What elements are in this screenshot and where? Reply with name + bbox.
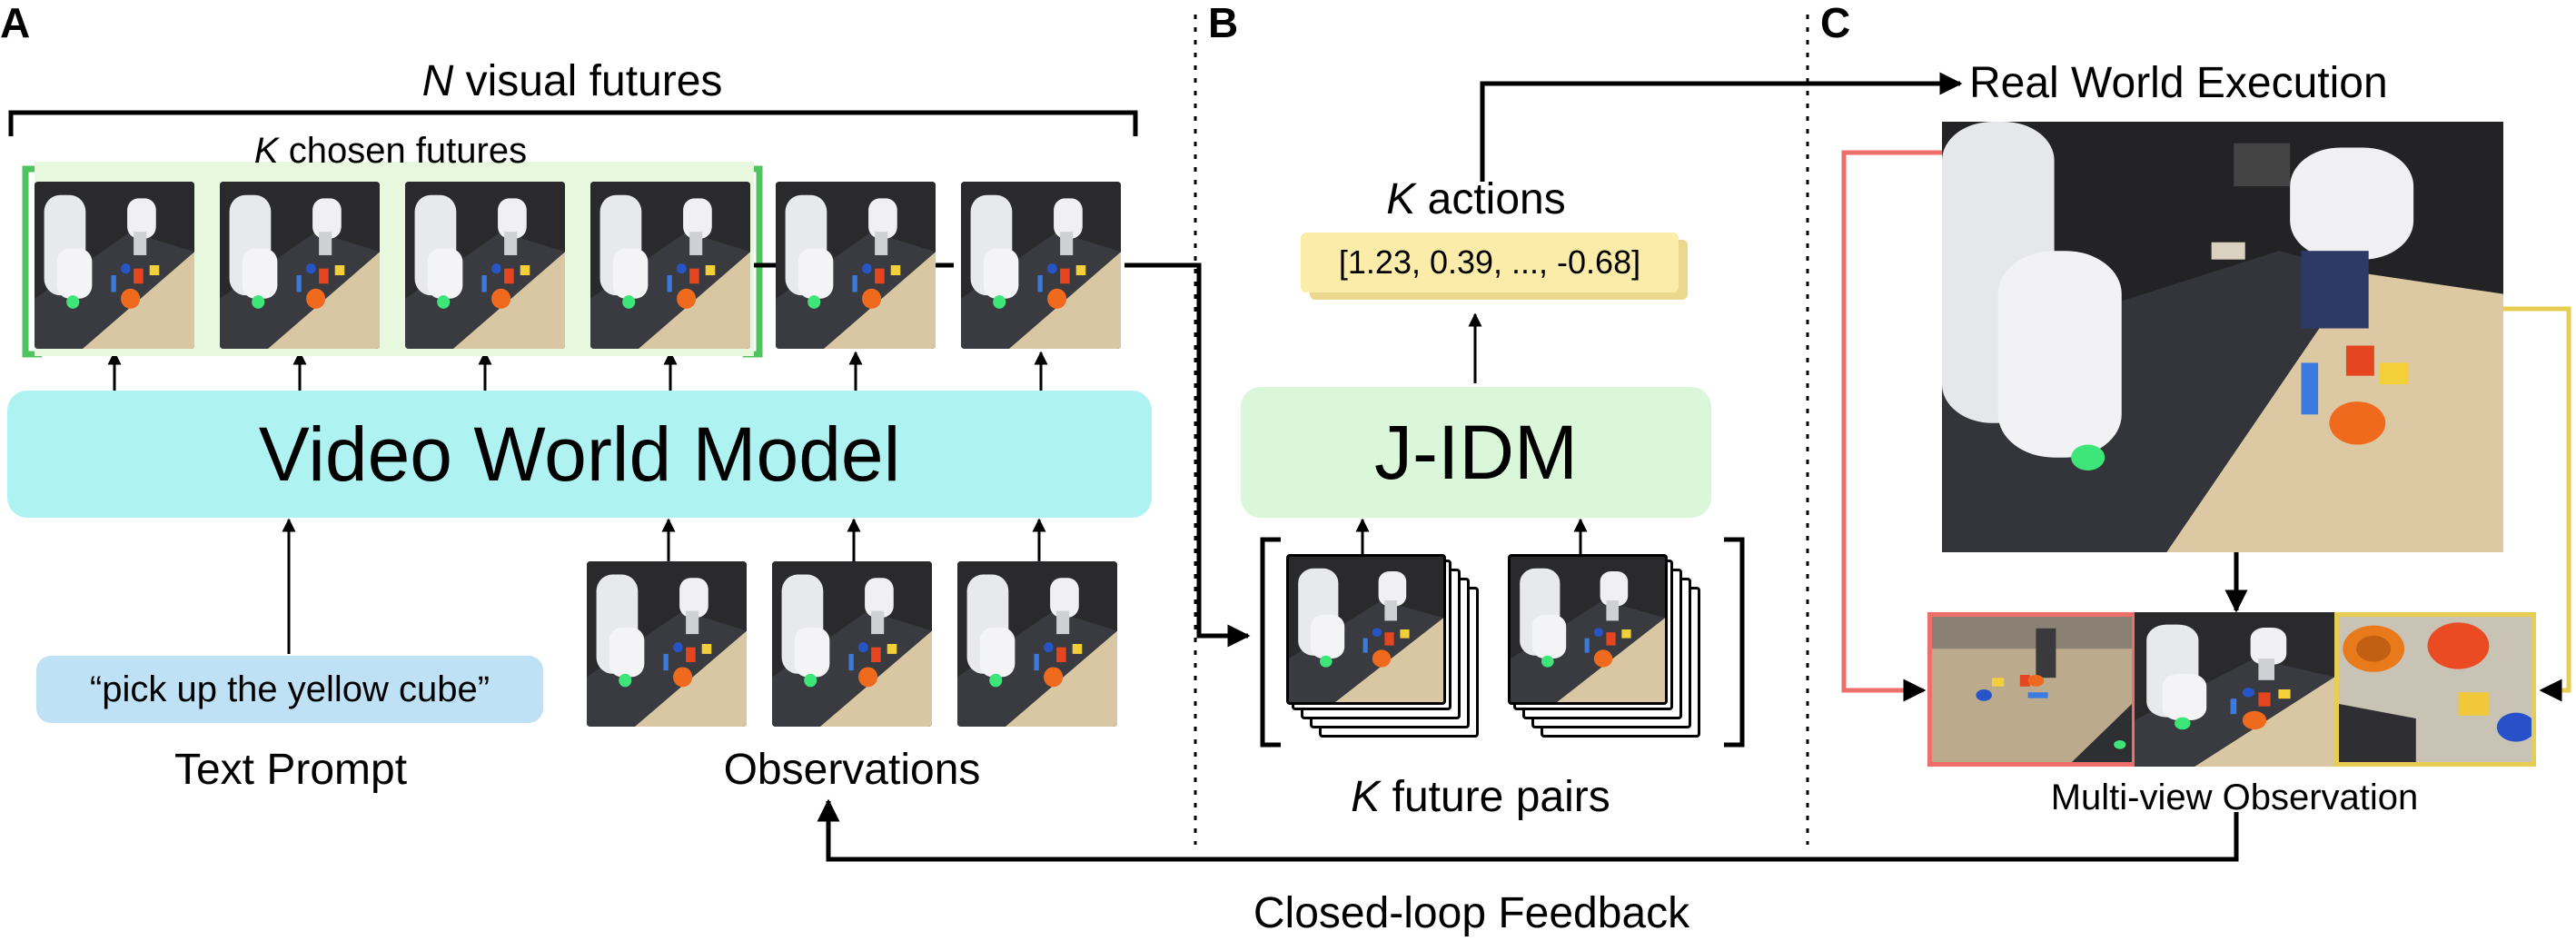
observation-frame-2 bbox=[772, 561, 932, 727]
n-futures-bracket bbox=[8, 110, 1138, 136]
pairs-left-bracket bbox=[1260, 537, 1281, 748]
panel-letter-c: C bbox=[1820, 0, 1851, 46]
multiview-caption: Multi-view Observation bbox=[2050, 778, 2419, 817]
panel-letter-a: A bbox=[0, 0, 31, 46]
observation-frame-1 bbox=[587, 561, 747, 727]
actions-vector: [1.23, 0.39, ..., -0.68] bbox=[1301, 233, 1679, 292]
k-future-pairs-label: K future pairs bbox=[1351, 773, 1610, 821]
future-frame-5 bbox=[776, 182, 936, 349]
k-chosen-left-bracket bbox=[22, 165, 42, 358]
k-chosen-futures-label: K chosen futures bbox=[253, 131, 528, 171]
real-world-image bbox=[1942, 122, 2503, 552]
future-frame-1 bbox=[35, 182, 194, 349]
observation-frame-3 bbox=[957, 561, 1117, 727]
text-prompt-caption: Text Prompt bbox=[173, 746, 408, 794]
model-to-futures-arrows bbox=[107, 351, 1048, 391]
closed-loop-feedback-label: Closed-loop Feedback bbox=[1253, 889, 1690, 937]
future-pair-stack-1 bbox=[1286, 554, 1486, 745]
actions-to-execution-path bbox=[1480, 72, 1963, 182]
future-pair-stack-2 bbox=[1508, 554, 1708, 745]
feedback-path bbox=[817, 798, 2239, 862]
future-frame-6 bbox=[961, 182, 1121, 349]
future-frame-2 bbox=[220, 182, 380, 349]
pairs-right-bracket bbox=[1724, 537, 1745, 748]
n-visual-futures-label: N visual futures bbox=[421, 57, 723, 105]
observations-to-model-arrows bbox=[661, 518, 1046, 561]
future-frame-4 bbox=[590, 182, 750, 349]
video-world-model-block: Video World Model bbox=[7, 391, 1152, 518]
multiview-red-view bbox=[1927, 612, 2136, 767]
future-frame-3 bbox=[405, 182, 565, 349]
observations-caption: Observations bbox=[723, 746, 981, 794]
multiview-center-view bbox=[2135, 612, 2334, 767]
k-actions-label: K actions bbox=[1386, 175, 1566, 223]
jidm-block: J-IDM bbox=[1241, 387, 1711, 518]
text-prompt-box: “pick up the yellow cube” bbox=[36, 656, 543, 723]
real-world-execution-label: Real World Execution bbox=[1969, 59, 2388, 107]
multiview-yellow-view bbox=[2334, 612, 2536, 767]
panel-letter-b: B bbox=[1208, 0, 1239, 46]
